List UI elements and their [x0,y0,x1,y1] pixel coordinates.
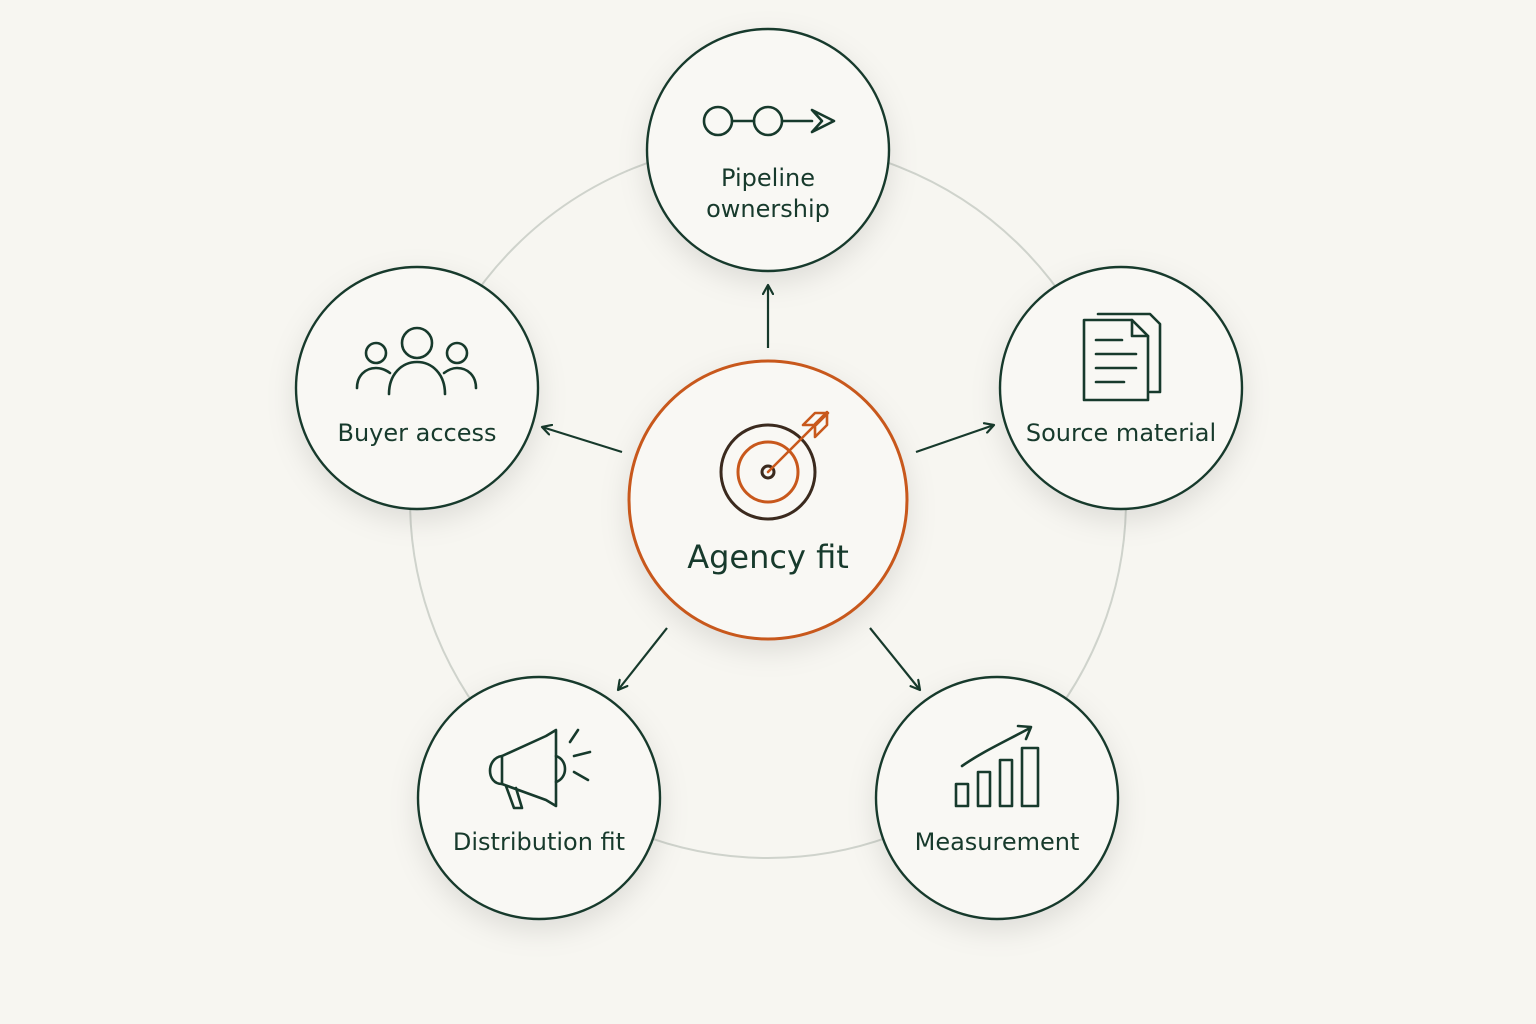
arrow-to-buyer [542,427,623,454]
node-label-distribution: Distribution fit [453,828,625,856]
documents-icon [1082,312,1162,402]
node-distribution-fit: Distribution fit [416,675,662,921]
node-label-pipeline-line2: ownership [706,195,830,223]
node-label-measurement: Measurement [915,828,1080,856]
arrow-to-distribution [618,627,668,690]
bar-chart-growth-icon [954,724,1040,808]
target-arrow-icon [719,410,830,521]
node-label-source: Source material [1026,419,1216,447]
megaphone-icon [488,728,592,810]
node-pipeline-ownership: Pipeline ownership [645,27,891,273]
node-label-pipeline-line1: Pipeline [721,164,815,192]
node-source-material: Source material [998,265,1244,511]
pipeline-nodes-icon [702,105,836,137]
arrow-to-source [915,425,994,454]
center-node: Agency fit [627,359,909,641]
arrow-to-measurement [869,627,920,690]
node-buyer-access: Buyer access [294,265,540,511]
people-group-icon [355,326,478,396]
node-measurement: Measurement [874,675,1120,921]
connectors [542,285,994,690]
node-label-buyer: Buyer access [337,419,496,447]
center-label: Agency fit [687,538,849,576]
